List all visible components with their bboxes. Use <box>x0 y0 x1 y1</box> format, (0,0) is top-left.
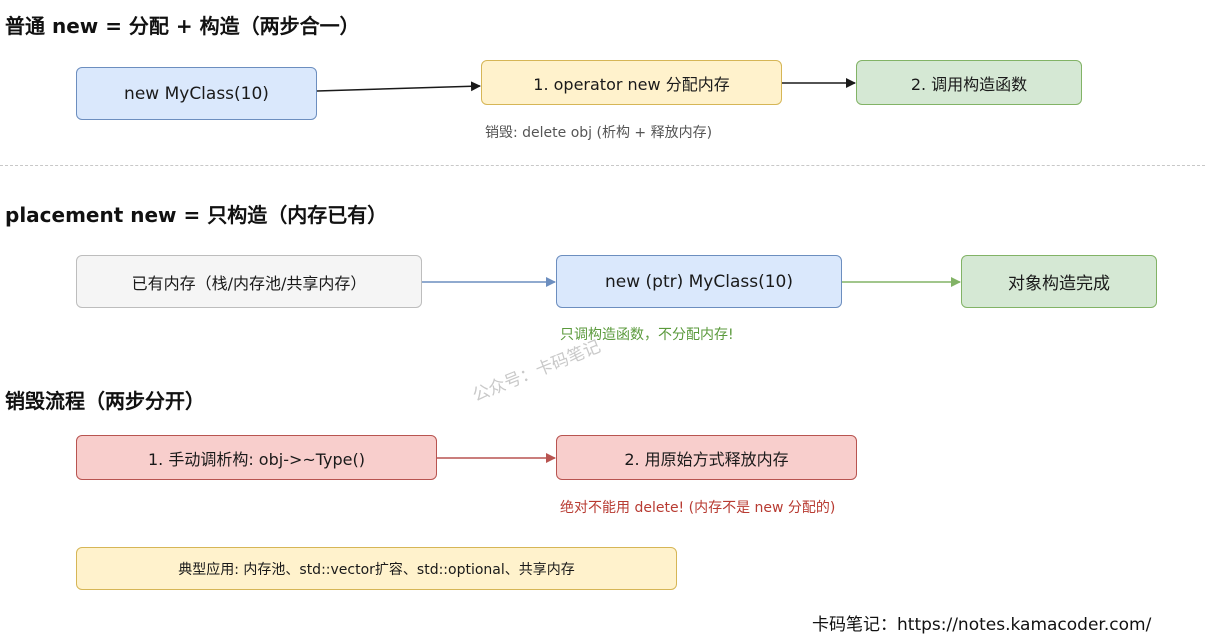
arrow-new-to-operator <box>316 81 481 92</box>
section-divider <box>0 165 1205 166</box>
footer-link[interactable]: 卡码笔记：https://notes.kamacoder.com/ <box>812 615 1152 635</box>
box-typical-usage: 典型应用: 内存池、std::vector扩容、std::optional、共享… <box>76 547 677 590</box>
section1-heading: 普通 new = 分配 + 构造（两步合一） <box>5 14 360 38</box>
box-operator-new: 1. operator new 分配内存 <box>481 60 782 105</box>
box-manual-destructor: 1. 手动调析构: obj->~Type() <box>76 435 437 480</box>
note-no-delete: 绝对不能用 delete! (内存不是 new 分配的) <box>560 500 836 516</box>
note-ctor-only: 只调构造函数，不分配内存! <box>560 327 734 343</box>
section3-heading: 销毁流程（两步分开） <box>5 389 205 413</box>
box-call-constructor: 2. 调用构造函数 <box>856 60 1082 105</box>
box-new-myclass: new MyClass(10) <box>76 67 317 120</box>
box-existing-memory: 已有内存（栈/内存池/共享内存） <box>76 255 422 308</box>
note-delete: 销毁: delete obj (析构 + 释放内存) <box>485 125 713 141</box>
box-release-memory: 2. 用原始方式释放内存 <box>556 435 857 480</box>
box-placement-new: new (ptr) MyClass(10) <box>556 255 842 308</box>
box-construction-done: 对象构造完成 <box>961 255 1157 308</box>
section2-heading: placement new = 只构造（内存已有） <box>5 203 388 227</box>
